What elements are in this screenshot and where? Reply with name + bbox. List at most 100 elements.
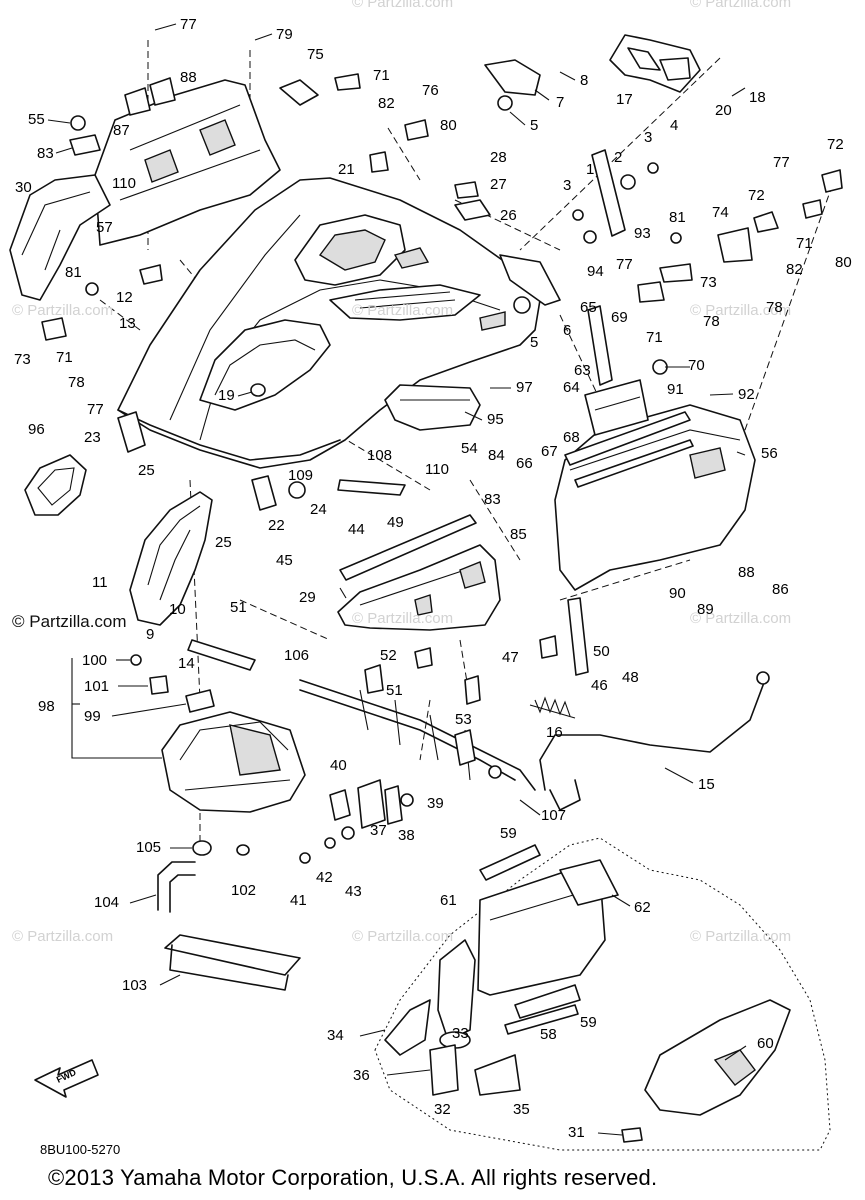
part-label-94: 94 [587, 263, 604, 280]
faint-watermark: © Partzilla.com [690, 610, 792, 627]
main-hood [117, 177, 541, 469]
part-label-30: 30 [15, 179, 32, 196]
part-label-37: 37 [370, 822, 387, 839]
part-label-65: 65 [580, 299, 597, 316]
part-label-87: 87 [113, 122, 130, 139]
part-label-27: 27 [490, 176, 507, 193]
cable-and-spring [529, 671, 770, 811]
mat-and-hose [157, 840, 301, 991]
part-label-101: 101 [84, 678, 110, 695]
part-label-17: 17 [616, 91, 633, 108]
part-label-102: 102 [231, 882, 257, 899]
part-label-79: 79 [276, 26, 293, 43]
part-label-62: 62 [634, 899, 651, 916]
part-label-91: 91 [667, 381, 684, 398]
part-label-21: 21 [338, 161, 355, 178]
tray-assembly [130, 639, 306, 813]
part-label-57: 57 [96, 219, 113, 236]
part-label-51: 51 [230, 599, 247, 616]
part-label-71: 71 [373, 67, 390, 84]
part-label-86: 86 [772, 581, 789, 598]
part-label-82: 82 [786, 261, 803, 278]
visor-bracket [384, 384, 481, 431]
part-label-38: 38 [398, 827, 415, 844]
lower-cowl [374, 837, 831, 1151]
part-label-80: 80 [440, 117, 457, 134]
part-label-31: 31 [568, 1124, 585, 1141]
part-label-29: 29 [299, 589, 316, 606]
faint-watermark: © Partzilla.com [352, 928, 454, 945]
part-label-43: 43 [345, 883, 362, 900]
right-side-panel [554, 404, 756, 591]
part-label-97: 97 [516, 379, 533, 396]
part-label-51: 51 [386, 682, 403, 699]
part-label-35: 35 [513, 1101, 530, 1118]
part-label-64: 64 [563, 379, 580, 396]
part-label-2: 2 [614, 149, 623, 166]
part-label-10: 10 [169, 601, 186, 618]
part-label-82: 82 [378, 95, 395, 112]
part-label-71: 71 [56, 349, 73, 366]
part-label-8: 8 [580, 72, 589, 89]
side-bracket [9, 174, 111, 301]
part-label-108: 108 [367, 447, 393, 464]
part-label-16: 16 [546, 724, 563, 741]
part-label-77: 77 [180, 16, 197, 33]
part-label-39: 39 [427, 795, 444, 812]
part-label-100: 100 [82, 652, 108, 669]
faint-watermark: © Partzilla.com [352, 610, 454, 627]
partzilla-watermark: © Partzilla.com [12, 612, 127, 631]
part-label-78: 78 [68, 374, 85, 391]
part-label-92: 92 [738, 386, 755, 403]
faint-watermark: © Partzilla.com [690, 302, 792, 319]
part-label-24: 24 [310, 501, 327, 518]
part-label-83: 83 [37, 145, 54, 162]
part-label-96: 96 [28, 421, 45, 438]
part-label-106: 106 [284, 647, 310, 664]
part-label-107: 107 [541, 807, 567, 824]
part-label-70: 70 [688, 357, 705, 374]
part-label-5: 5 [530, 334, 539, 351]
part-label-66: 66 [516, 455, 533, 472]
fwd-arrow-icon [34, 1059, 99, 1098]
part-label-73: 73 [14, 351, 31, 368]
part-label-40: 40 [330, 757, 347, 774]
part-label-18: 18 [749, 89, 766, 106]
diagram-code: 8BU100-5270 [40, 1142, 121, 1157]
part-label-36: 36 [353, 1067, 370, 1084]
part-label-63: 63 [574, 362, 591, 379]
part-label-77: 77 [87, 401, 104, 418]
part-label-77: 77 [616, 256, 633, 273]
part-label-76: 76 [422, 82, 439, 99]
part-label-13: 13 [119, 315, 136, 332]
part-label-52: 52 [380, 647, 397, 664]
part-label-109: 109 [288, 467, 314, 484]
part-label-48: 48 [622, 669, 639, 686]
part-label-55: 55 [28, 111, 45, 128]
part-label-73: 73 [700, 274, 717, 291]
part-label-68: 68 [563, 429, 580, 446]
part-label-41: 41 [290, 892, 307, 909]
part-label-85: 85 [510, 526, 527, 543]
part-label-104: 104 [94, 894, 120, 911]
part-label-44: 44 [348, 521, 365, 538]
part-label-81: 81 [669, 209, 686, 226]
part-label-11: 11 [92, 574, 108, 591]
part-label-34: 34 [327, 1027, 344, 1044]
part-label-25: 25 [215, 534, 232, 551]
part-label-42: 42 [316, 869, 333, 886]
part-label-12: 12 [116, 289, 133, 306]
part-label-50: 50 [593, 643, 610, 660]
part-label-7: 7 [556, 94, 565, 111]
part-label-98: 98 [38, 698, 55, 715]
part-label-58: 58 [540, 1026, 557, 1043]
part-label-32: 32 [434, 1101, 451, 1118]
part-label-3: 3 [563, 177, 572, 194]
faint-watermark: © Partzilla.com [352, 0, 454, 11]
part-label-81: 81 [65, 264, 82, 281]
air-duct [129, 491, 213, 626]
part-label-78: 78 [766, 299, 783, 316]
part-label-45: 45 [276, 552, 293, 569]
part-label-6: 6 [563, 322, 572, 339]
